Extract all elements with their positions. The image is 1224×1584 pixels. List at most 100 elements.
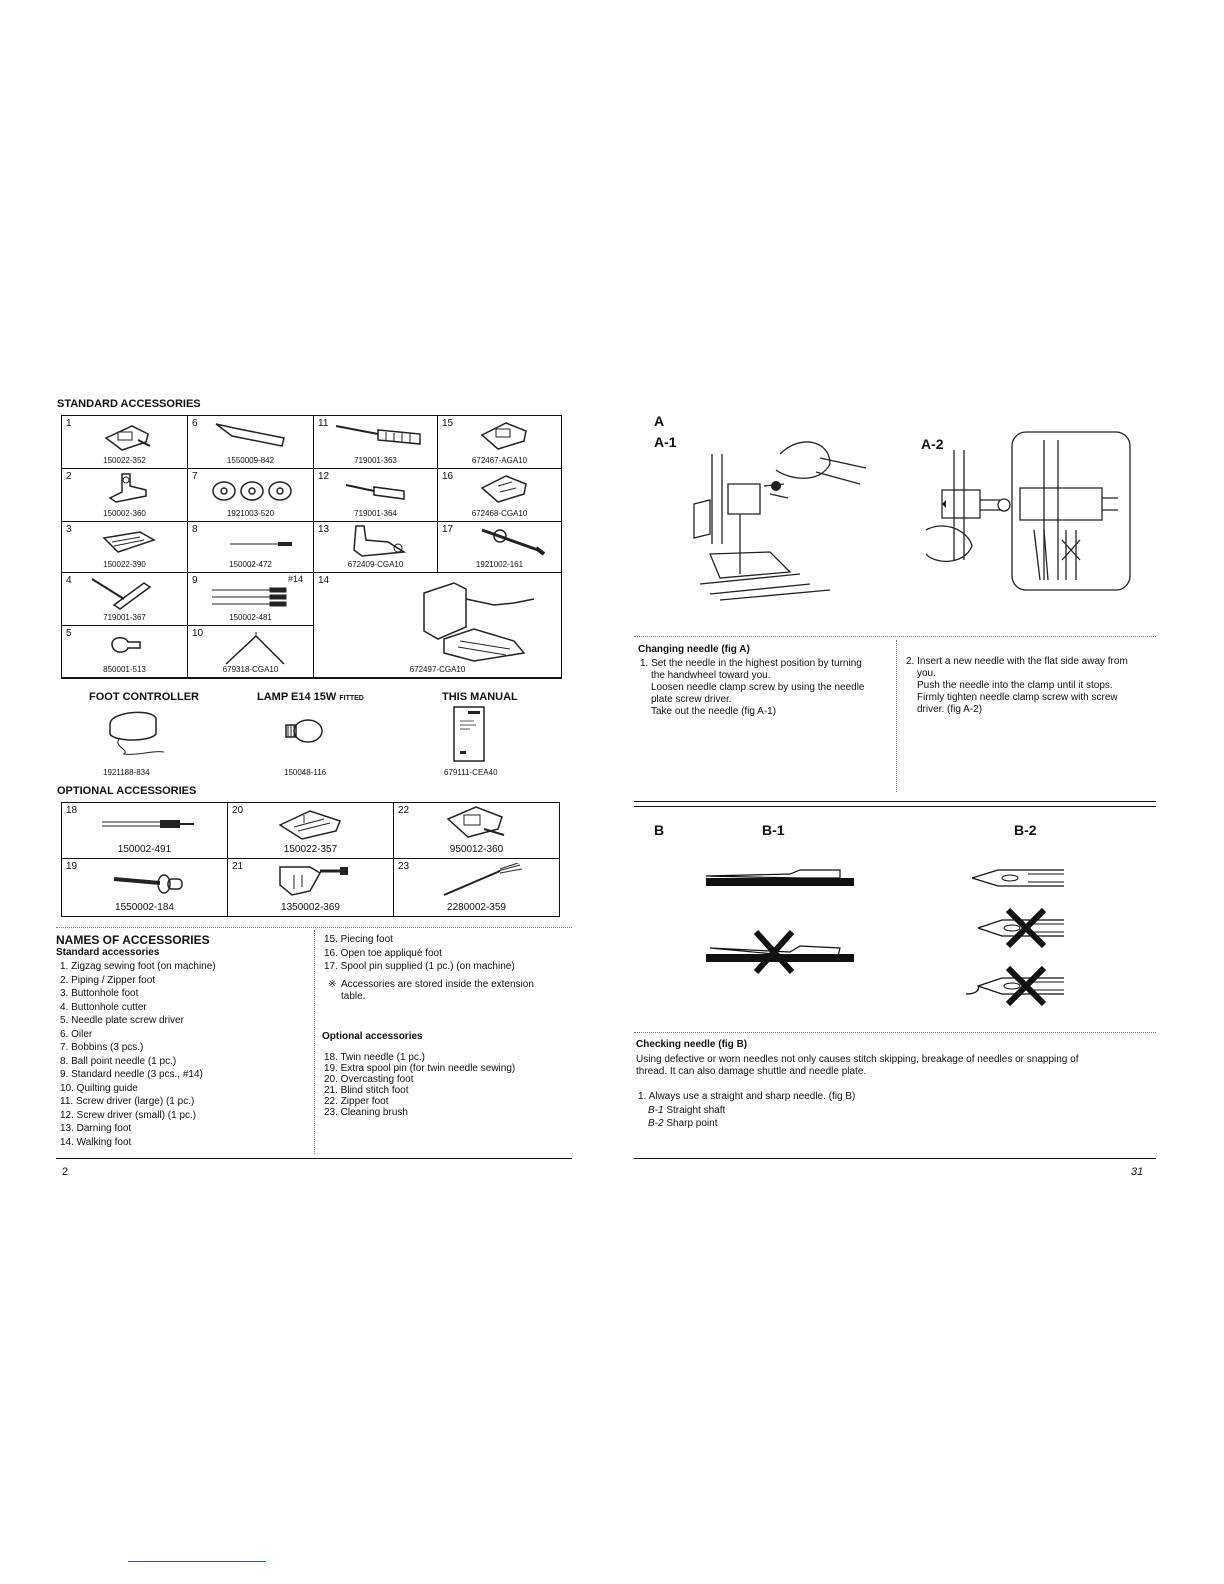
optional-accessories-grid: 18 150002-491 19 1550002-184 20 150022-3… xyxy=(61,802,560,917)
oiler-icon xyxy=(215,423,285,447)
optional-cell-22: 22 950012-360 xyxy=(394,803,559,859)
storage-note: ※ Accessories are stored inside the exte… xyxy=(328,979,534,1002)
zipper-foot-optional-icon xyxy=(446,806,505,838)
piecing-foot-icon xyxy=(480,422,527,450)
fig-b2-label: B-2 xyxy=(1014,822,1037,838)
manual-code: 679111-CEA40 xyxy=(444,768,498,777)
screw-driver-small-2-icon xyxy=(345,484,405,500)
walking-foot-icon xyxy=(423,582,535,662)
optional-sub: Optional accessories xyxy=(322,1031,423,1042)
list-item: 2. Piping / Zipper foot xyxy=(60,974,156,986)
accessory-cell-9: 9 #14 150002-481 xyxy=(188,573,314,626)
right-separator-dotted-top xyxy=(634,636,1156,637)
note-mark: ※ xyxy=(328,979,337,990)
zigzag-foot-icon xyxy=(104,425,151,451)
list-item: 18. Twin needle (1 pc.) xyxy=(324,1052,425,1063)
sharp-point-note: B-2 Sharp point xyxy=(648,1118,718,1129)
left-footer-rule xyxy=(56,1158,572,1159)
straight-needle-diagram xyxy=(705,869,854,886)
list-item: 11. Screw driver (large) (1 pc.) xyxy=(60,1096,195,1107)
right-column-divider xyxy=(896,640,897,792)
accessory-cell-12: 12 719001-364 xyxy=(314,469,438,522)
list-item: 16. Open toe appliqué foot xyxy=(324,947,442,959)
names-title: NAMES OF ACCESSORIES xyxy=(56,933,210,947)
list-item: 1. Zigzag sewing foot (on machine) xyxy=(60,961,216,972)
left-separator-dotted xyxy=(56,927,572,928)
accessory-cell-15: 15 672467-AGA10 xyxy=(438,416,561,469)
list-item: 13. Darning foot xyxy=(60,1123,132,1134)
list-item: 23. Cleaning brush xyxy=(324,1107,408,1118)
left-page-number: 2 xyxy=(62,1166,69,1178)
list-item: 6. Oiler xyxy=(60,1028,93,1040)
extra-spool-pin-icon xyxy=(113,874,183,894)
foot-controller-icon xyxy=(109,711,165,755)
list-item: 21. Blind stitch foot xyxy=(324,1085,409,1096)
changing-step-2: 2. Insert a new needle with the flat sid… xyxy=(906,656,1128,715)
list-item: 22. Zipper foot xyxy=(324,1096,389,1107)
needle-removal-illustration xyxy=(693,441,867,601)
left-column-divider xyxy=(314,930,315,1154)
bobbins-icon xyxy=(212,481,292,501)
needle-size-tag: #14 xyxy=(287,574,303,584)
accessory-cell-6: 6 1550009-842 xyxy=(188,416,314,469)
fig-a2-label: A-2 xyxy=(921,436,944,452)
accessory-cell-5: 5 850001-513 xyxy=(62,626,188,678)
right-footer-rule xyxy=(634,1158,1156,1159)
darning-foot-icon xyxy=(353,525,407,557)
accessory-cell-2: 2 150002-360 xyxy=(62,469,188,522)
list-item: 17. Spool pin supplied (1 pc.) (on machi… xyxy=(324,961,515,972)
accessory-cell-16: 16 672468-CGA10 xyxy=(438,469,561,522)
screw-driver-large-icon xyxy=(335,425,421,445)
ball-point-needle-icon xyxy=(230,542,292,546)
dull-point-diagram xyxy=(977,907,1064,949)
quilting-guide-icon xyxy=(225,632,285,665)
this-manual-title: THIS MANUAL xyxy=(442,691,518,703)
standard-list: 1. Zigzag sewing foot (on machine) 2. Pi… xyxy=(60,960,216,1149)
checking-needle-title: Checking needle (fig B) xyxy=(636,1039,748,1050)
optional-cell-19: 19 1550002-184 xyxy=(62,859,228,916)
changing-step-1: 1. Set the needle in the highest positio… xyxy=(640,658,865,717)
fig-b1-label: B-1 xyxy=(762,822,785,838)
right-separator-dotted-bottom xyxy=(634,1032,1156,1033)
accessory-cell-1: 1 150022-352 xyxy=(62,416,188,469)
straight-shaft-note: B-1 Straight shaft xyxy=(648,1105,726,1116)
standard-list-continued: 15. Piecing foot 16. Open toe appliqué f… xyxy=(324,933,515,974)
right-separator-double-2 xyxy=(634,806,1156,807)
zipper-foot-icon xyxy=(108,473,147,503)
list-item: 5. Needle plate screw driver xyxy=(60,1015,184,1026)
cleaning-brush-icon xyxy=(443,863,523,896)
lamp-code: 150048-116 xyxy=(284,768,327,777)
list-item: 20. Overcasting foot xyxy=(324,1074,414,1085)
standard-sub: Standard accessories xyxy=(56,947,160,958)
bent-needle-diagram xyxy=(706,929,854,974)
list-item: 19. Extra spool pin (for twin needle sew… xyxy=(324,1063,516,1074)
accessory-cell-8: 8 150002-472 xyxy=(188,522,314,573)
optional-list: 18. Twin needle (1 pc.) 19. Extra spool … xyxy=(324,1052,515,1118)
checking-step-1: 1. Always use a straight and sharp needl… xyxy=(638,1091,856,1102)
accessory-cell-11: 11 719001-363 xyxy=(314,416,438,469)
list-item: 3. Buttonhole foot xyxy=(60,988,139,999)
right-page-number: 31 xyxy=(1131,1166,1144,1178)
accessory-cell-3: 3 150022-390 xyxy=(62,522,188,573)
list-item: 4. Buttonhole cutter xyxy=(60,1001,147,1013)
list-item: 8. Ball point needle (1 pc.) xyxy=(60,1055,177,1067)
list-item: 9. Standard needle (3 pcs., #14) xyxy=(60,1069,203,1080)
checking-needle-text: Using defective or worn needles not only… xyxy=(636,1054,1079,1077)
manual-icon xyxy=(453,706,485,762)
needle-insertion-illustration xyxy=(925,431,1131,591)
foot-controller-title: FOOT CONTROLLER xyxy=(89,691,199,703)
screw-driver-small-icon xyxy=(111,637,141,653)
twin-needle-icon xyxy=(102,820,194,828)
accessory-cell-7: 7 1921003-520 xyxy=(188,469,314,522)
bottom-link-rule xyxy=(128,1561,266,1562)
buttonhole-cutter-icon xyxy=(91,578,152,610)
sharp-point-diagram xyxy=(971,869,1064,887)
optional-accessories-title: OPTIONAL ACCESSORIES xyxy=(57,785,197,797)
right-separator-double-1 xyxy=(634,801,1156,802)
list-item: 15. Piecing foot xyxy=(324,934,393,945)
list-item: 14. Walking foot xyxy=(60,1136,132,1148)
foot-controller-code: 1921188-834 xyxy=(103,768,150,777)
accessory-cell-14: 14 672497-CGA10 xyxy=(314,573,561,678)
changing-needle-title: Changing needle (fig A) xyxy=(638,644,750,655)
optional-cell-23: 23 2280002-359 xyxy=(394,859,559,916)
